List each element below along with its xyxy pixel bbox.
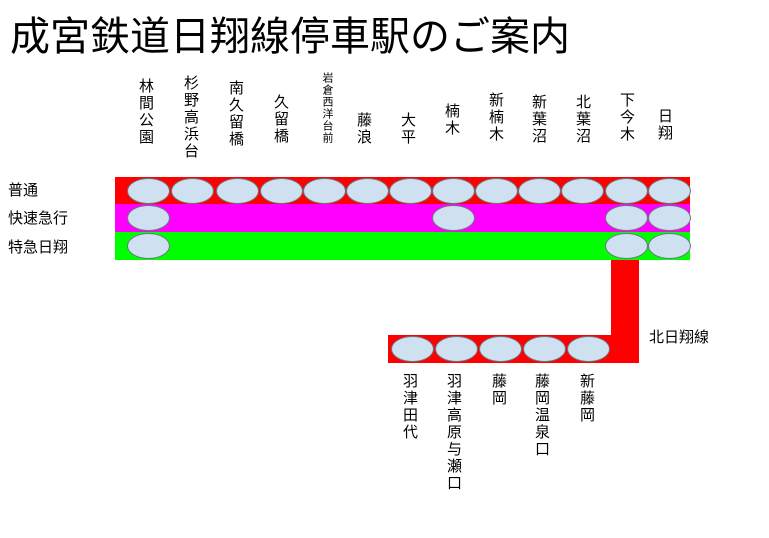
stop-marker-local	[560, 178, 604, 204]
stop-marker-local	[215, 178, 259, 204]
stop-marker-branch	[390, 336, 434, 362]
stop-marker-local	[474, 178, 518, 204]
stop-marker-local	[647, 178, 691, 204]
stop-marker-local	[604, 178, 648, 204]
stop-marker-rapid	[604, 205, 648, 231]
station-name-minami-kurubashi: 南久留橋	[227, 80, 245, 148]
stop-marker-branch	[522, 336, 566, 362]
stop-marker-rapid	[647, 205, 691, 231]
station-name-fujioka-onsenguchi: 藤岡温泉口	[533, 373, 551, 458]
station-name-shimo-imaki: 下今木	[618, 92, 636, 143]
branch-line-label: 北日翔線	[649, 328, 710, 346]
station-name-iwakura-seiyodaimae: 岩倉西洋台前	[321, 72, 334, 144]
service-label-limited: 特急日翔	[8, 238, 69, 256]
station-name-kita-hanuma: 北葉沼	[574, 94, 592, 145]
station-name-ohira: 大平	[399, 112, 417, 146]
stop-marker-local	[388, 178, 432, 204]
station-name-fujinami: 藤浪	[355, 112, 373, 146]
station-name-hatsu-tashiro: 羽津田代	[401, 373, 419, 441]
station-name-hisho: 日翔	[656, 108, 674, 142]
service-label-local: 普通	[8, 181, 39, 199]
band-rapid	[115, 204, 690, 232]
stop-marker-limited	[604, 233, 648, 259]
service-label-rapid: 快速急行	[8, 209, 69, 227]
stop-marker-branch	[434, 336, 478, 362]
stop-marker-local	[431, 178, 475, 204]
stop-marker-branch	[478, 336, 522, 362]
stop-marker-local	[126, 178, 170, 204]
station-name-rinkan-koen: 林間公園	[137, 78, 155, 146]
station-name-hatsu-kogen-yoseguchi: 羽津高原与瀬口	[445, 373, 463, 492]
stop-marker-local	[259, 178, 303, 204]
station-name-fujioka: 藤岡	[490, 373, 508, 407]
station-name-kusunoki: 楠木	[443, 103, 461, 137]
band-limited	[115, 232, 690, 260]
station-name-shin-fujioka: 新藤岡	[578, 373, 596, 424]
page-title: 成宮鉄道日翔線停車駅のご案内	[10, 14, 570, 60]
stop-marker-local	[345, 178, 389, 204]
stop-marker-limited	[126, 233, 170, 259]
stop-marker-rapid	[126, 205, 170, 231]
station-name-shin-kusunoki: 新楠木	[487, 92, 505, 143]
stop-marker-limited	[647, 233, 691, 259]
station-name-shin-hanuma: 新葉沼	[530, 94, 548, 145]
station-name-sugino-takahamadai: 杉野高浜台	[182, 75, 200, 160]
stop-marker-branch	[566, 336, 610, 362]
stop-marker-local	[302, 178, 346, 204]
stop-marker-local	[517, 178, 561, 204]
stop-marker-rapid	[431, 205, 475, 231]
stop-marker-local	[170, 178, 214, 204]
station-name-kurubashi: 久留橋	[272, 94, 290, 145]
